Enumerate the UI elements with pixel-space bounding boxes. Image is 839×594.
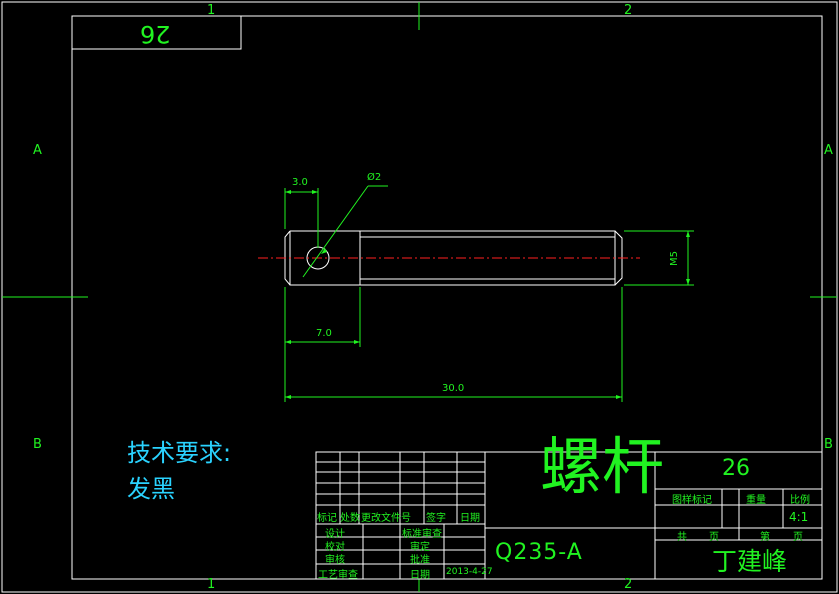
approval-standard: 标准审查 <box>402 529 442 540</box>
dimension-overall-length: 30.0 <box>442 383 465 394</box>
material: Q235-A <box>495 540 583 565</box>
dimension-lines <box>284 185 694 402</box>
title-block <box>315 451 823 580</box>
corner-code-box <box>72 16 242 50</box>
top-zone-label-2: 2 <box>624 3 633 18</box>
top-zone-label-1: 1 <box>207 3 216 18</box>
approval-date-label: 日期 <box>410 570 430 581</box>
sheet-no-unit: 页 <box>793 532 803 543</box>
role-review: 审核 <box>325 555 345 566</box>
role-check: 校对 <box>325 542 345 553</box>
weight-label: 重量 <box>746 495 766 506</box>
dimension-head-length: 7.0 <box>316 328 332 339</box>
sheet-no-label: 第 <box>760 532 770 543</box>
designer-name: 丁建峰 <box>712 547 788 576</box>
right-zone-label-a: A <box>824 143 833 158</box>
rev-header-mark: 标记 <box>317 513 337 524</box>
dimension-hole-diameter: Ø2 <box>367 172 382 183</box>
rev-header-date: 日期 <box>460 513 480 524</box>
dimension-hole-offset: 3.0 <box>292 177 308 188</box>
dimension-thread: M5 <box>669 251 680 266</box>
total-sheets-label: 共 <box>677 532 687 543</box>
bottom-zone-label-1: 1 <box>207 577 216 592</box>
tech-requirements-heading: 技术要求: <box>127 439 232 467</box>
left-zone-label-a: A <box>33 143 42 158</box>
approval-date-value: 2013-4-27 <box>446 567 493 577</box>
right-zone-label-b: B <box>824 437 833 452</box>
role-process: 工艺审查 <box>318 570 358 581</box>
corner-code: 26 <box>140 20 171 48</box>
drawing-mark-label: 图样标记 <box>672 495 712 506</box>
left-zone-label-b: B <box>33 437 42 452</box>
approval-verify: 审定 <box>410 542 430 553</box>
scale-label: 比例 <box>790 495 810 506</box>
rev-header-count: 处数 <box>340 513 360 524</box>
dimension-arrows <box>285 190 690 399</box>
rev-header-sign: 签字 <box>426 513 446 524</box>
bottom-zone-label-2: 2 <box>624 577 633 592</box>
tech-requirements-body: 发黑 <box>127 475 175 503</box>
part-name: 螺杆 <box>540 430 665 503</box>
role-design: 设计 <box>325 529 345 540</box>
scale-value: 4:1 <box>789 510 809 524</box>
drawing-number: 26 <box>722 456 750 481</box>
total-sheets-unit: 页 <box>709 532 719 543</box>
rev-header-doc: 更改文件号 <box>361 513 411 524</box>
approval-approve: 批准 <box>410 555 430 566</box>
